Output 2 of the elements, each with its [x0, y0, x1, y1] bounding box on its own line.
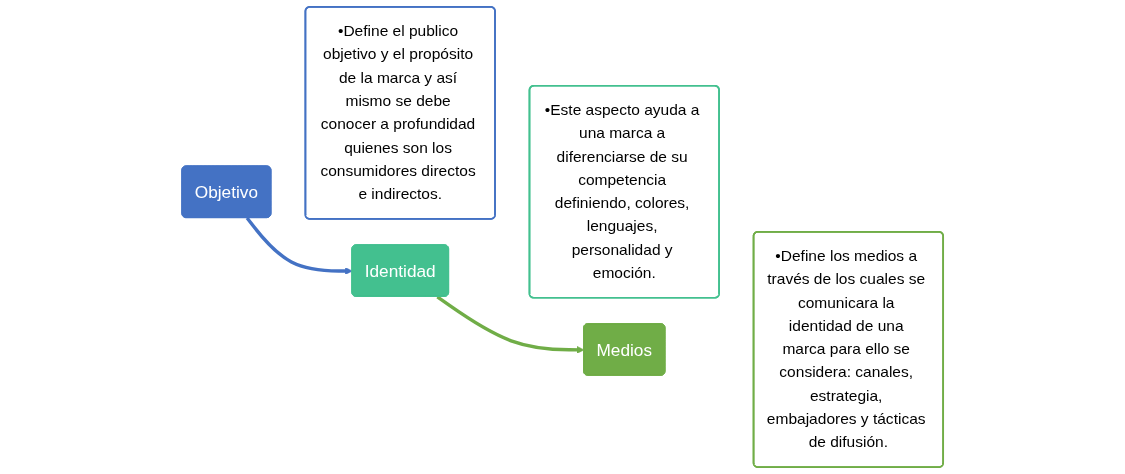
- arrow: [436, 295, 585, 354]
- arrow: [245, 217, 353, 275]
